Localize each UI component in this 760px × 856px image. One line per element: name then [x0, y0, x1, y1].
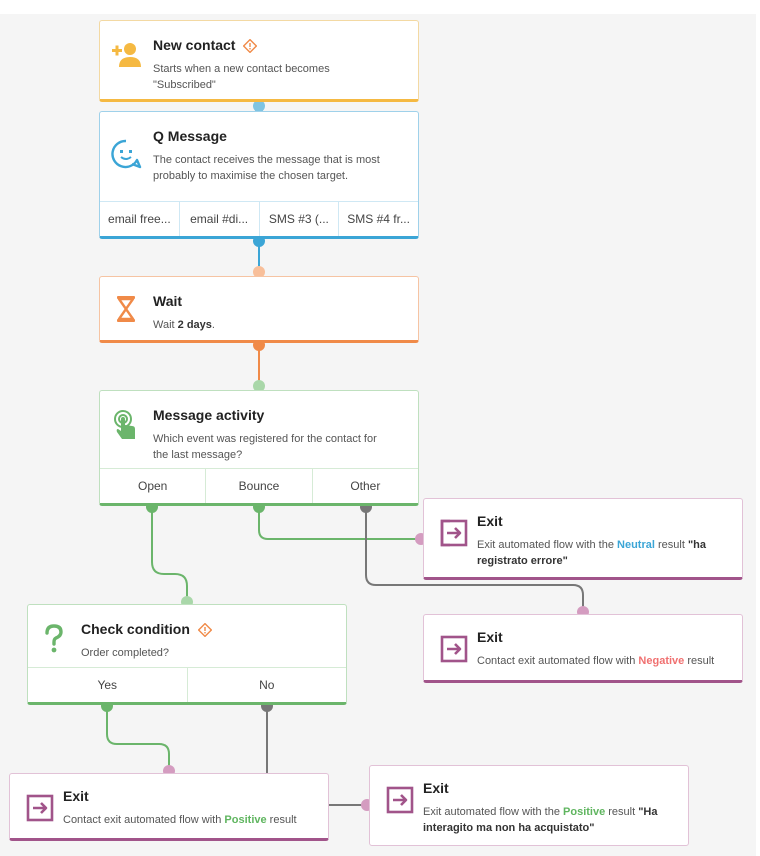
connector-dot	[253, 100, 265, 112]
connector-open-check	[151, 507, 188, 602]
branch-other[interactable]: Other	[311, 469, 418, 503]
variant-tab[interactable]: email free...	[108, 212, 171, 226]
node-description: Exit automated flow with the Neutral res…	[477, 539, 706, 567]
node-title: Q Message	[153, 128, 227, 144]
question-icon	[45, 624, 63, 653]
tap-finger-icon	[114, 410, 135, 439]
variant-tab[interactable]: SMS #3 (...	[258, 202, 339, 236]
exit-icon	[440, 519, 468, 547]
branch-yes[interactable]: Yes	[97, 678, 118, 692]
node-exit-positive[interactable]: Exit Contact exit automated flow with Po…	[9, 773, 329, 841]
branch-bounce[interactable]: Bounce	[205, 469, 311, 503]
node-title: New contact	[153, 37, 258, 54]
connector-yes-exit	[106, 706, 170, 771]
node-description: The contact receives the message that is…	[153, 154, 380, 182]
chat-face-icon	[111, 139, 142, 169]
node-message-activity[interactable]: Message activity Which event was registe…	[99, 390, 419, 506]
node-title: Exit	[63, 788, 89, 804]
warning-diamond-icon	[243, 39, 258, 54]
exit-icon	[386, 786, 414, 814]
node-title: Exit	[477, 629, 503, 645]
connector-dot-in	[253, 266, 265, 278]
exit-icon	[26, 794, 54, 822]
node-title: Message activity	[153, 407, 265, 423]
node-title: Wait	[153, 293, 183, 309]
node-q-message[interactable]: Q Message The contact receives the messa…	[99, 111, 419, 239]
variant-tab[interactable]: email #di...	[178, 202, 259, 236]
branch-row: Yes No	[28, 667, 346, 702]
node-description: Order completed?	[81, 647, 170, 659]
node-exit-positive-interaction[interactable]: Exit Exit automated flow with the Positi…	[369, 765, 689, 846]
node-title: Exit	[423, 780, 449, 796]
connector-bounce-exit	[258, 507, 422, 540]
node-exit-negative[interactable]: Exit Contact exit automated flow with Ne…	[423, 614, 743, 683]
node-new-contact[interactable]: New contact Starts when a new contact be…	[99, 20, 419, 102]
node-title: Exit	[477, 513, 503, 529]
node-title: Check condition	[81, 621, 212, 638]
node-description: Which event was registered for the conta…	[153, 433, 377, 461]
node-wait[interactable]: Wait Wait 2 days.	[99, 276, 419, 343]
hourglass-icon	[117, 296, 135, 322]
node-description: Wait 2 days.	[153, 319, 215, 331]
node-exit-neutral[interactable]: Exit Exit automated flow with the Neutra…	[423, 498, 743, 580]
branch-row: Open Bounce Other	[100, 468, 418, 503]
branch-open[interactable]: Open	[137, 479, 168, 493]
node-description: Contact exit automated flow with Positiv…	[63, 814, 297, 826]
connector-other-exit	[365, 507, 584, 612]
variant-row: email free... email #di... SMS #3 (... S…	[100, 201, 418, 236]
warning-diamond-icon	[197, 623, 212, 638]
variant-tab[interactable]: SMS #4 fr...	[338, 202, 418, 236]
node-description: Exit automated flow with the Positive re…	[423, 806, 658, 834]
add-user-icon	[112, 43, 141, 67]
exit-icon	[440, 635, 468, 663]
node-description: Contact exit automated flow with Negativ…	[477, 655, 715, 667]
branch-no[interactable]: No	[186, 668, 347, 702]
connector-dot-in	[253, 380, 265, 392]
node-description: Starts when a new contact becomes "Subsc…	[153, 63, 330, 91]
node-check-condition[interactable]: Check condition Order completed? Yes No	[27, 604, 347, 705]
